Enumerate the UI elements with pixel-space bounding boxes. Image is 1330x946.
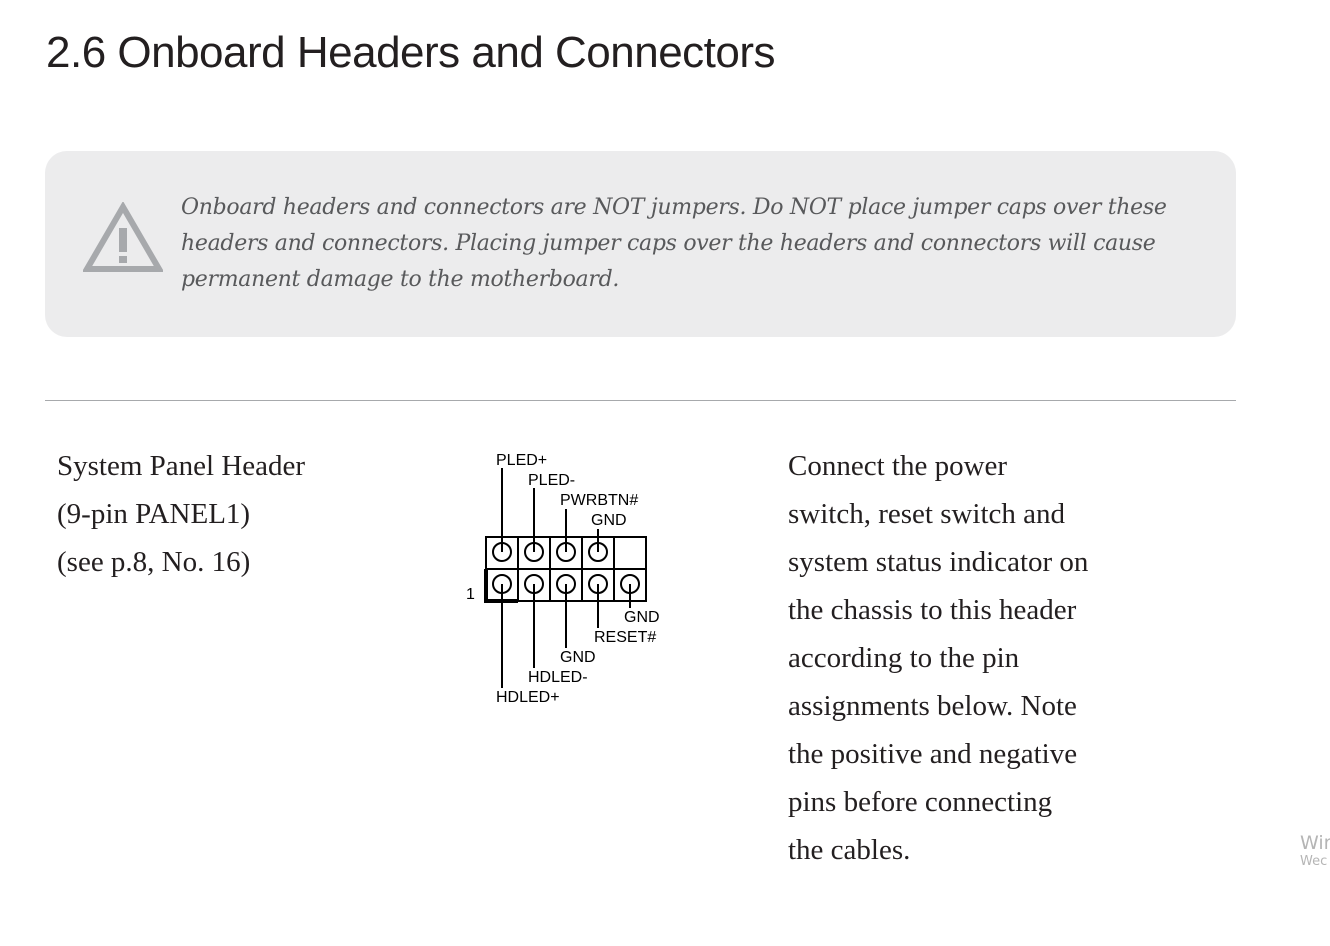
pin1-marker: [484, 569, 518, 603]
activation-watermark: Wir Wec: [1300, 832, 1330, 869]
description-line: according to the pin: [788, 642, 1020, 674]
pin-label-gnd-top: GND: [591, 512, 627, 529]
description-line: system status indicator on: [788, 546, 1089, 578]
description-line: the cables.: [788, 834, 911, 866]
watermark-line: Wec: [1300, 854, 1328, 869]
pin-label-hdled-minus: HDLED-: [528, 669, 588, 686]
caution-line: headers and connectors. Placing jumper c…: [181, 231, 1156, 256]
pin-label-reset: RESET#: [594, 629, 656, 646]
header-name: System Panel Header (9-pin PANEL1) (see …: [57, 442, 305, 586]
panel-header-pinout-diagram: 1 PLED+ PLED- PWRBTN# GND GND RESET# GND…: [466, 452, 660, 706]
header-page-ref: (see p.8, No. 16): [57, 546, 251, 578]
caution-text: Onboard headers and connectors are NOT j…: [181, 190, 1181, 298]
description-line: the positive and negative: [788, 738, 1078, 770]
caution-box: [45, 151, 1236, 337]
description-line: pins before connecting: [788, 786, 1053, 818]
header-description: Connect the power switch, reset switch a…: [788, 442, 1168, 874]
description-line: assignments below. Note: [788, 690, 1077, 722]
warning-triangle-icon: [83, 202, 163, 272]
watermark-line: Wir: [1300, 832, 1330, 854]
page-title: 2.6 Onboard Headers and Connectors: [46, 28, 776, 77]
caution-line: permanent damage to the motherboard.: [181, 267, 620, 292]
description-line: Connect the power: [788, 450, 1008, 482]
header-title: System Panel Header: [57, 450, 306, 482]
pin1-label: 1: [466, 586, 475, 603]
description-line: switch, reset switch and: [788, 498, 1066, 530]
pin-label-gnd-right: GND: [624, 609, 660, 626]
divider: [45, 400, 1236, 401]
pin-label-pled-minus: PLED-: [528, 472, 575, 489]
pin-label-hdled-plus: HDLED+: [496, 689, 560, 706]
caution-line: Onboard headers and connectors are NOT j…: [181, 195, 1167, 220]
description-line: the chassis to this header: [788, 594, 1077, 626]
header-pin-info: (9-pin PANEL1): [57, 498, 251, 530]
pin-label-pwrbtn: PWRBTN#: [560, 492, 638, 509]
pin-label-gnd-bottom: GND: [560, 649, 596, 666]
pin-label-pled-plus: PLED+: [496, 452, 547, 469]
